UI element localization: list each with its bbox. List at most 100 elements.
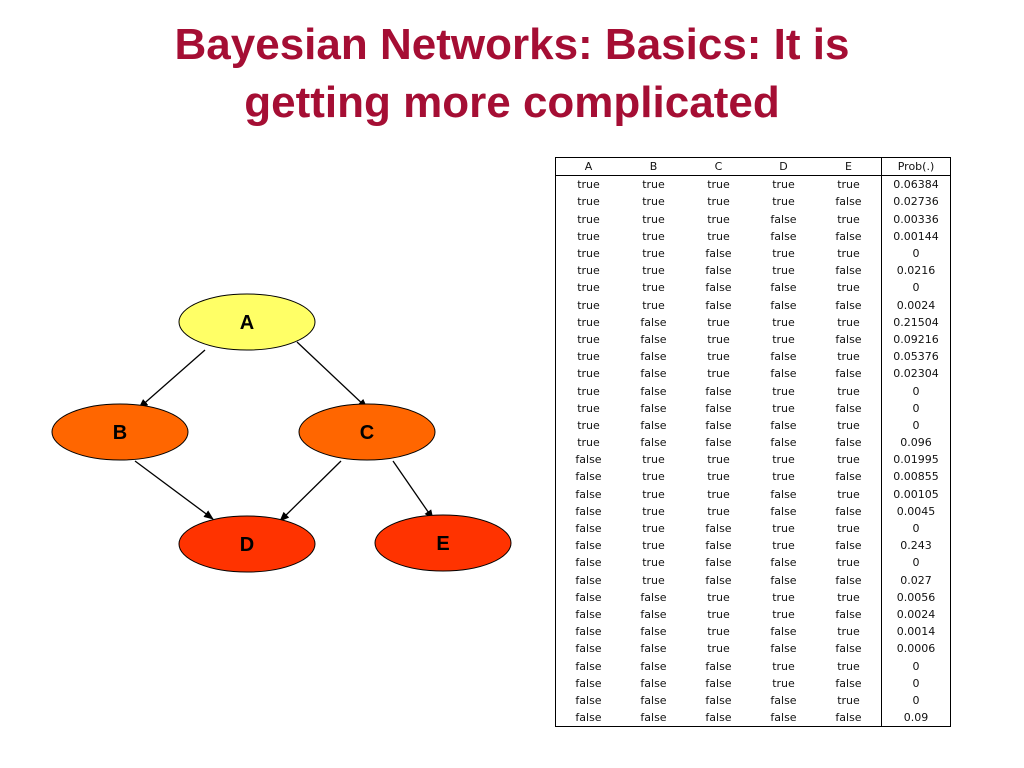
- cell-d: false: [770, 367, 797, 381]
- cell-c: true: [707, 178, 730, 192]
- cell-e: false: [835, 607, 862, 621]
- cell-e: true: [837, 659, 860, 673]
- cell-d: true: [772, 178, 795, 192]
- cell-a: false: [575, 693, 602, 707]
- header-d: D: [751, 157, 816, 177]
- cell-a: false: [575, 504, 602, 518]
- title-line-1: Bayesian Networks: Basics: It is: [174, 20, 850, 69]
- cell-d: false: [770, 436, 797, 450]
- cell-b: true: [642, 539, 665, 553]
- cell-c: false: [705, 436, 732, 450]
- cell-c: true: [707, 229, 730, 243]
- cell-a: false: [575, 642, 602, 656]
- node-c-ellipse: [298, 403, 436, 461]
- cell-b: false: [640, 436, 667, 450]
- cell-c: false: [705, 539, 732, 553]
- header-b: B: [621, 157, 686, 177]
- cell-prob: 0: [881, 554, 951, 572]
- cell-d: true: [772, 453, 795, 467]
- cell-a: true: [577, 281, 600, 295]
- cell-a: false: [575, 487, 602, 501]
- cell-d: false: [770, 229, 797, 243]
- header-prob: Prob(.): [881, 157, 951, 177]
- cell-b: false: [640, 315, 667, 329]
- cell-c: true: [707, 453, 730, 467]
- node-d: D: [178, 515, 316, 573]
- cell-d: true: [772, 659, 795, 673]
- cell-e: true: [837, 693, 860, 707]
- cell-e: true: [837, 625, 860, 639]
- cell-b: false: [640, 642, 667, 656]
- node-e-ellipse: [374, 514, 512, 572]
- cell-a: true: [577, 212, 600, 226]
- cell-b: false: [640, 693, 667, 707]
- cell-prob: 0.06384: [881, 175, 951, 194]
- cell-prob: 0.0014: [881, 623, 951, 641]
- cell-c: true: [707, 590, 730, 604]
- cell-b: false: [640, 659, 667, 673]
- edge-a-c: [296, 341, 368, 409]
- cell-prob: 0: [881, 691, 951, 709]
- cell-d: false: [770, 625, 797, 639]
- cell-a: true: [577, 229, 600, 243]
- cell-d: true: [772, 522, 795, 536]
- cell-a: true: [577, 436, 600, 450]
- cell-e: true: [837, 315, 860, 329]
- cell-e: true: [837, 212, 860, 226]
- cell-a: true: [577, 315, 600, 329]
- cell-prob: 0.09: [881, 709, 951, 727]
- cell-e: false: [835, 264, 862, 278]
- cell-d: true: [772, 539, 795, 553]
- cell-c: true: [707, 487, 730, 501]
- cell-a: true: [577, 401, 600, 415]
- cell-d: true: [772, 401, 795, 415]
- cell-a: false: [575, 522, 602, 536]
- cell-c: false: [705, 298, 732, 312]
- cell-c: true: [707, 350, 730, 364]
- edge-b-d: [134, 460, 214, 520]
- header-a: A: [555, 157, 621, 177]
- cell-e: false: [835, 539, 862, 553]
- cell-d: false: [770, 418, 797, 432]
- cell-e: true: [837, 418, 860, 432]
- node-b: B: [51, 403, 189, 461]
- cell-b: false: [640, 590, 667, 604]
- cell-a: true: [577, 367, 600, 381]
- cell-c: false: [705, 264, 732, 278]
- cell-b: true: [642, 229, 665, 243]
- node-c: C: [298, 403, 436, 461]
- cell-a: false: [575, 676, 602, 690]
- edges-layer: [134, 341, 434, 522]
- cell-e: true: [837, 384, 860, 398]
- cell-b: true: [642, 178, 665, 192]
- cell-prob: 0.0024: [881, 605, 951, 624]
- cell-a: true: [577, 247, 600, 261]
- cell-d: false: [770, 642, 797, 656]
- cell-b: true: [642, 281, 665, 295]
- cell-c: true: [707, 625, 730, 639]
- cell-b: false: [640, 384, 667, 398]
- cell-d: false: [770, 298, 797, 312]
- cell-b: false: [640, 607, 667, 621]
- cell-prob: 0.0216: [881, 262, 951, 280]
- cell-c: true: [707, 367, 730, 381]
- cell-a: true: [577, 298, 600, 312]
- cell-c: false: [705, 573, 732, 587]
- cell-b: true: [642, 556, 665, 570]
- table-header-row: A B C D E Prob(.): [555, 157, 951, 177]
- cell-prob: 0.01995: [881, 451, 951, 469]
- cell-e: true: [837, 453, 860, 467]
- cell-a: false: [575, 556, 602, 570]
- cell-b: false: [640, 676, 667, 690]
- cell-prob: 0.243: [881, 537, 951, 555]
- cell-e: false: [835, 504, 862, 518]
